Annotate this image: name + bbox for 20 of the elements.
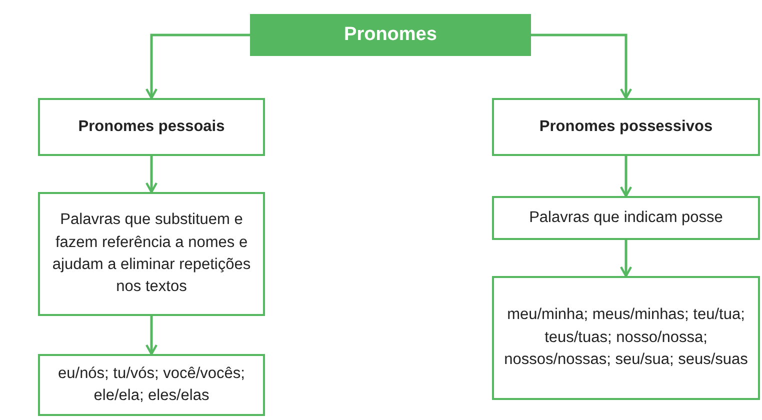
concept-box [38, 98, 265, 156]
concept-box [492, 196, 760, 240]
arrow [620, 240, 632, 278]
title-box [250, 14, 531, 56]
arrow [145, 156, 158, 194]
arrow [145, 316, 158, 356]
description-text: eu/nós; tu/vós; você/vocês; ele/ela; eles/elas [57, 364, 246, 406]
description-text: Palavras que indicam posse [529, 208, 723, 228]
concept-box [38, 192, 265, 316]
concept-box [38, 354, 265, 416]
arrow [145, 34, 250, 100]
concept-box [492, 98, 760, 156]
heading-text: Pronomes [344, 23, 437, 48]
concept-box [492, 276, 760, 400]
description-text: meu/minha; meus/minhas; teu/tua; teus/tuas; nosso/nossa; nossos/nossas; seu/sua; seus/suas [504, 305, 748, 370]
heading-text: Pronomes possessivos [539, 116, 713, 137]
arrow [620, 156, 632, 198]
description-text: Palavras que substituem e fazem referência a nomes e ajudam a eliminar repetições nos textos [51, 210, 252, 298]
arrow [531, 34, 632, 100]
heading-text: Pronomes pessoais [78, 116, 225, 137]
